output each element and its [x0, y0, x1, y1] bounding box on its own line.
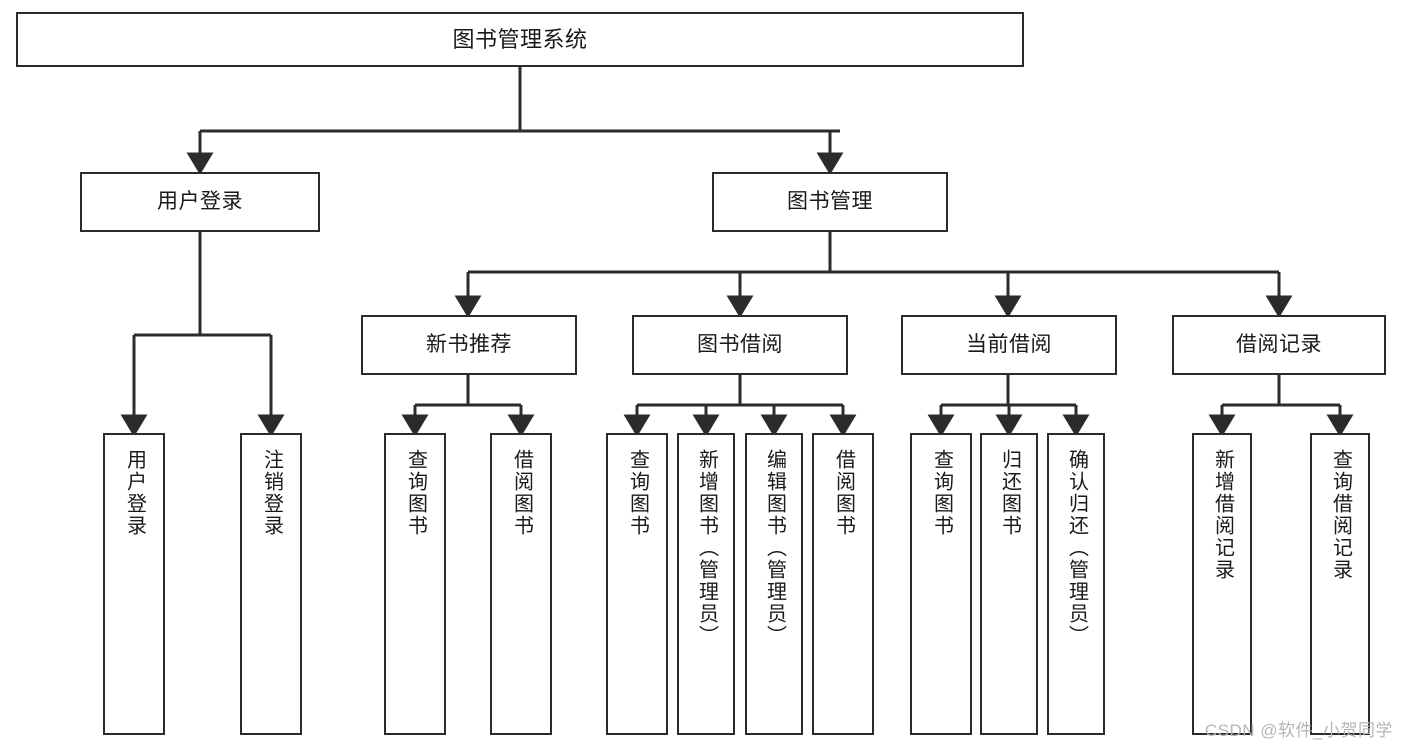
node-label: 查询图书: [930, 449, 953, 537]
node-label: 新增图书（管理员）: [695, 449, 718, 647]
node-label: 归还图书: [998, 449, 1021, 537]
leaf-current-return-book[interactable]: 归还图书: [980, 433, 1038, 735]
leaf-recommend-query-book[interactable]: 查询图书: [384, 433, 446, 735]
leaf-record-add-record[interactable]: 新增借阅记录: [1192, 433, 1252, 735]
node-label: 用户登录: [123, 449, 146, 537]
node-label: 借阅图书: [832, 449, 855, 537]
node-borrow-record[interactable]: 借阅记录: [1172, 315, 1386, 375]
node-label: 查询图书: [626, 449, 649, 537]
node-label: 图书管理: [787, 189, 873, 213]
leaf-recommend-borrow-book[interactable]: 借阅图书: [490, 433, 552, 735]
leaf-current-query-book[interactable]: 查询图书: [910, 433, 972, 735]
node-label: 新书推荐: [426, 332, 512, 356]
node-label: 借阅记录: [1236, 332, 1322, 356]
node-label: 借阅图书: [510, 449, 533, 537]
node-new-book-recommend[interactable]: 新书推荐: [361, 315, 577, 375]
node-root-system[interactable]: 图书管理系统: [16, 12, 1024, 67]
node-book-management[interactable]: 图书管理: [712, 172, 948, 232]
leaf-borrow-edit-book-admin[interactable]: 编辑图书（管理员）: [745, 433, 803, 735]
node-label: 图书借阅: [697, 332, 783, 356]
leaf-user-login[interactable]: 用户登录: [103, 433, 165, 735]
leaf-current-confirm-return-admin[interactable]: 确认归还（管理员）: [1047, 433, 1105, 735]
node-label: 确认归还（管理员）: [1065, 449, 1088, 647]
csdn-watermark: CSDN @软件_小贺同学: [1204, 721, 1393, 740]
node-label: 查询图书: [404, 449, 427, 537]
node-label: 图书管理系统: [452, 26, 588, 52]
node-label: 用户登录: [157, 189, 243, 213]
node-label: 新增借阅记录: [1211, 449, 1234, 581]
node-user-login[interactable]: 用户登录: [80, 172, 320, 232]
leaf-borrow-add-book-admin[interactable]: 新增图书（管理员）: [677, 433, 735, 735]
node-label: 当前借阅: [966, 332, 1052, 356]
leaf-logout-login[interactable]: 注销登录: [240, 433, 302, 735]
node-book-borrow[interactable]: 图书借阅: [632, 315, 848, 375]
leaf-record-query-record[interactable]: 查询借阅记录: [1310, 433, 1370, 735]
leaf-borrow-borrow-book[interactable]: 借阅图书: [812, 433, 874, 735]
leaf-borrow-query-book[interactable]: 查询图书: [606, 433, 668, 735]
node-label: 编辑图书（管理员）: [763, 449, 786, 647]
node-label: 查询借阅记录: [1329, 449, 1352, 581]
node-current-borrow[interactable]: 当前借阅: [901, 315, 1117, 375]
node-label: 注销登录: [260, 449, 283, 537]
